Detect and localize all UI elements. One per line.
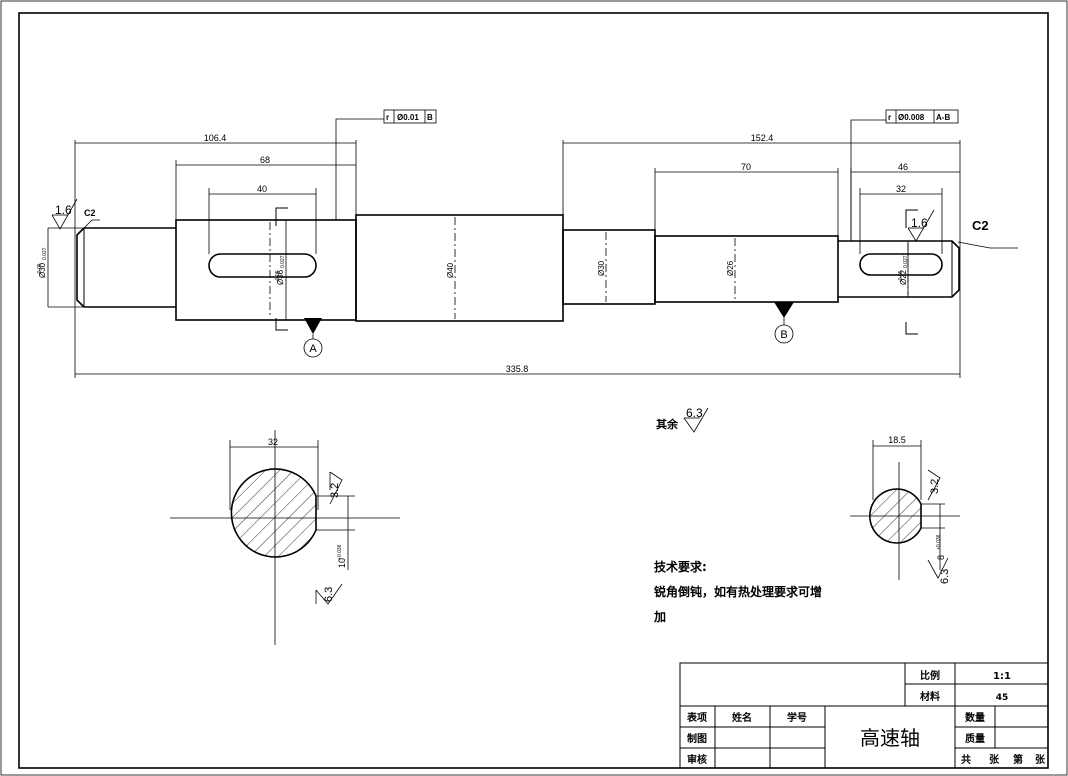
dim-dia-30: Ø30 bbox=[38, 262, 47, 278]
section1-key-depth: 10 bbox=[337, 558, 347, 568]
tb-sheet-no: 第 bbox=[1013, 753, 1023, 766]
dim-46: 46 bbox=[898, 162, 908, 172]
tb-mass-label: 质量 bbox=[965, 732, 985, 745]
chamfer-left: C2 bbox=[84, 208, 96, 218]
dim-40: 40 bbox=[257, 184, 267, 194]
tb-checked-label: 审核 bbox=[687, 753, 707, 766]
svg-text:A: A bbox=[309, 343, 317, 355]
tb-scale-label: 比例 bbox=[920, 669, 940, 682]
svg-text:B: B bbox=[780, 329, 787, 341]
svg-text:6.3: 6.3 bbox=[686, 406, 703, 420]
tb-material-label: 材料 bbox=[920, 690, 940, 703]
dim-68: 68 bbox=[260, 155, 270, 165]
title-block: 比例 1:1 材料 45 表项 姓名 学号 制图 审核 高速轴 数量 质量 共 … bbox=[679, 662, 1049, 769]
dim-dia-36: Ø36 bbox=[276, 269, 285, 285]
inner-border bbox=[18, 12, 1049, 769]
datum-b: B bbox=[774, 302, 794, 344]
section-view-1: 32 10 +0.036 3.2 6.3 bbox=[170, 430, 400, 645]
dim-dia-26: Ø26 bbox=[726, 260, 735, 276]
shaft-outline bbox=[76, 207, 960, 335]
svg-text:r: r bbox=[386, 113, 389, 122]
section2-key-depth: 8 bbox=[936, 555, 946, 560]
sec1-roughness-side: 3.2 bbox=[329, 483, 341, 498]
tb-material-value: 45 bbox=[996, 693, 1009, 703]
right-keyway bbox=[859, 253, 943, 276]
dim-dia-22: Ø22 bbox=[899, 269, 908, 285]
tb-sheet-unit1: 张 bbox=[989, 753, 1000, 766]
svg-text:Ø0.01: Ø0.01 bbox=[397, 113, 419, 122]
chamfer-callouts: C2 C2 bbox=[79, 208, 1018, 249]
dim-335-8: 335.8 bbox=[506, 364, 529, 374]
sec1-roughness-bottom: 6.3 bbox=[323, 587, 335, 602]
dim-dia-22-lower: 0.027 bbox=[903, 255, 909, 268]
tolerance-frame-right: r Ø0.008 A-B bbox=[850, 109, 959, 241]
section1-key-tol: +0.036 bbox=[337, 544, 343, 560]
dim-dia-30-upper: -0.05 bbox=[37, 263, 43, 275]
svg-text:B: B bbox=[427, 113, 433, 122]
roughness-rest: 其余 6.3 bbox=[656, 406, 709, 433]
svg-text:Ø0.008: Ø0.008 bbox=[898, 113, 925, 122]
dim-dia-30b: Ø30 bbox=[597, 260, 606, 276]
dim-32: 32 bbox=[896, 184, 906, 194]
datum-a: A bbox=[303, 318, 323, 358]
tb-part-name: 高速轴 bbox=[860, 727, 920, 750]
dim-152-4: 152.4 bbox=[751, 133, 774, 143]
dim-106-4: 106.4 bbox=[204, 133, 227, 143]
tb-sheet-total: 共 bbox=[961, 753, 971, 766]
notes-line2: 加 bbox=[653, 609, 666, 624]
dim-dia-36-lower: 0.027 bbox=[280, 255, 286, 268]
dim-dia-30-lower: 0.027 bbox=[42, 247, 48, 260]
dimension-lines bbox=[47, 140, 961, 378]
tb-row-header: 表项 bbox=[686, 711, 707, 724]
tolerance-frame-left: r Ø0.01 B bbox=[335, 109, 437, 220]
tb-name-label: 姓名 bbox=[731, 711, 752, 724]
sec2-roughness-bottom: 6.3 bbox=[939, 569, 951, 584]
left-keyway bbox=[208, 253, 317, 278]
sec2-roughness-side: 3.2 bbox=[929, 479, 941, 494]
svg-text:1.6: 1.6 bbox=[911, 216, 928, 230]
chamfer-right: C2 bbox=[972, 218, 989, 233]
notes-title: 技术要求: bbox=[654, 559, 707, 574]
dim-dia-40: Ø40 bbox=[446, 262, 455, 278]
section-view-2: 18.5 8 +0.036 3.2 6.3 bbox=[850, 435, 960, 584]
roughness-right-journal: 1.6 bbox=[907, 209, 935, 242]
section2-width: 18.5 bbox=[888, 435, 906, 445]
roughness-left-end: 1.6 bbox=[51, 198, 78, 230]
tb-scale-value: 1:1 bbox=[993, 671, 1011, 682]
svg-text:r: r bbox=[888, 113, 891, 122]
section1-width: 32 bbox=[268, 437, 278, 447]
tb-drawn-label: 制图 bbox=[687, 732, 707, 745]
notes-line1: 锐角倒钝，如有热处理要求可增 bbox=[654, 584, 822, 599]
tb-id-label: 学号 bbox=[787, 711, 807, 724]
dim-dia-36-upper: -0.05 bbox=[275, 270, 281, 282]
tb-sheet-unit2: 张 bbox=[1035, 753, 1046, 766]
dim-70: 70 bbox=[741, 162, 751, 172]
svg-text:A-B: A-B bbox=[936, 113, 950, 122]
technical-notes: 技术要求: 锐角倒钝，如有热处理要求可增 加 bbox=[653, 559, 822, 624]
svg-text:1.6: 1.6 bbox=[55, 203, 72, 217]
roughness-rest-label: 其余 bbox=[656, 417, 679, 431]
dim-dia-22-upper: -0.05 bbox=[898, 270, 904, 282]
dimension-labels: 106.4 68 40 152.4 70 46 32 335.8 Ø30 -0.… bbox=[37, 133, 909, 374]
tb-quantity-label: 数量 bbox=[965, 711, 985, 724]
section2-key-tol: +0.036 bbox=[936, 534, 942, 550]
